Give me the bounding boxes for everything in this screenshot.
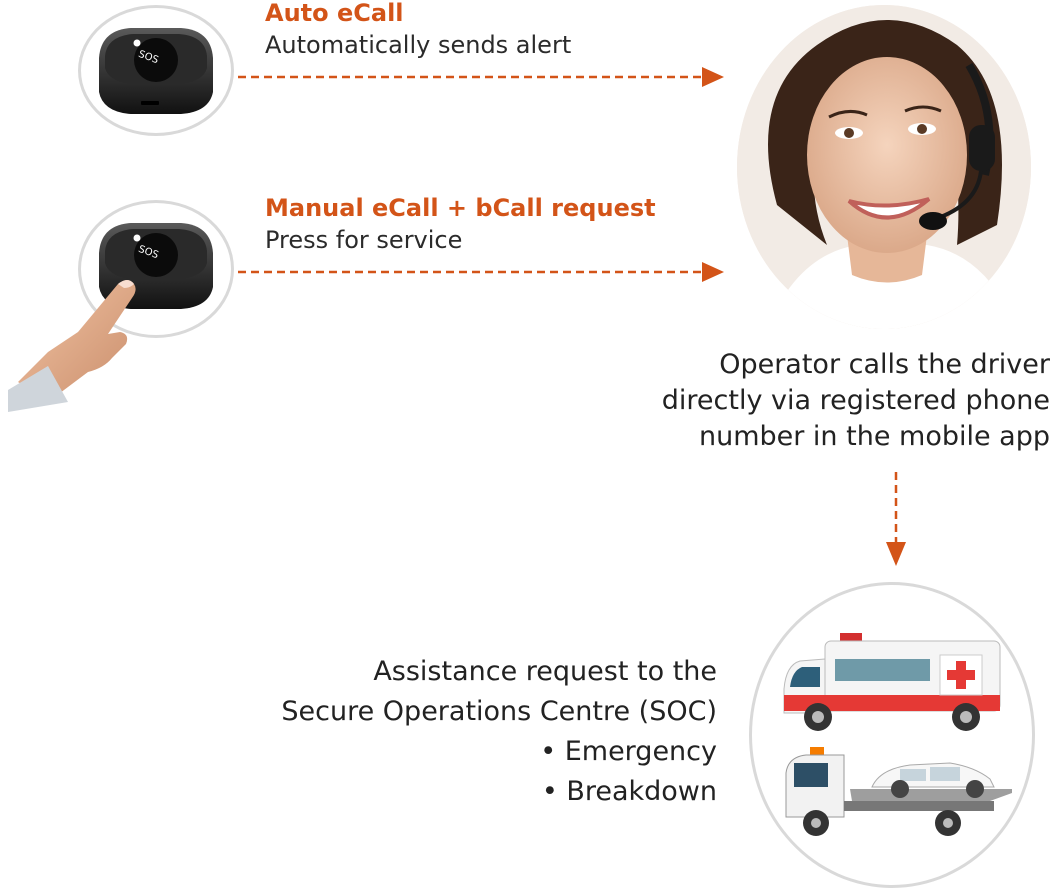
manual-ecall-description: Press for service xyxy=(265,226,463,254)
operator-description: Operator calls the driver directly via r… xyxy=(662,347,1050,455)
manual-ecall-title: Manual eCall + bCall request xyxy=(265,194,656,222)
arrow-auto-to-operator xyxy=(238,67,724,87)
arrow-operator-to-soc xyxy=(886,472,906,566)
auto-ecall-device-circle: SOS xyxy=(78,5,234,136)
sos-button-device-icon xyxy=(99,28,213,114)
assistance-vehicles-circle xyxy=(749,582,1035,888)
operator-line-2: directly via registered phone xyxy=(661,385,1050,416)
auto-ecall-description: Automatically sends alert xyxy=(265,31,572,59)
sos-button-device-icon xyxy=(99,223,213,309)
assistance-line-1: Assistance request to the xyxy=(373,656,717,687)
assistance-description: Assistance request to the Secure Operati… xyxy=(281,652,717,812)
assistance-bullet-breakdown: • Breakdown xyxy=(541,776,717,807)
assistance-line-2: Secure Operations Centre (SOC) xyxy=(281,696,717,727)
operator-line-3: number in the mobile app xyxy=(698,421,1050,452)
operator-line-1: Operator calls the driver xyxy=(719,349,1050,380)
ambulance-icon xyxy=(783,633,1001,731)
hand-finger-icon xyxy=(8,280,136,412)
tow-truck-icon xyxy=(785,747,1012,836)
auto-ecall-title: Auto eCall xyxy=(265,0,404,27)
assistance-bullet-emergency: • Emergency xyxy=(540,736,717,767)
arrow-manual-to-operator xyxy=(238,262,724,282)
operator-photo xyxy=(737,5,1031,329)
